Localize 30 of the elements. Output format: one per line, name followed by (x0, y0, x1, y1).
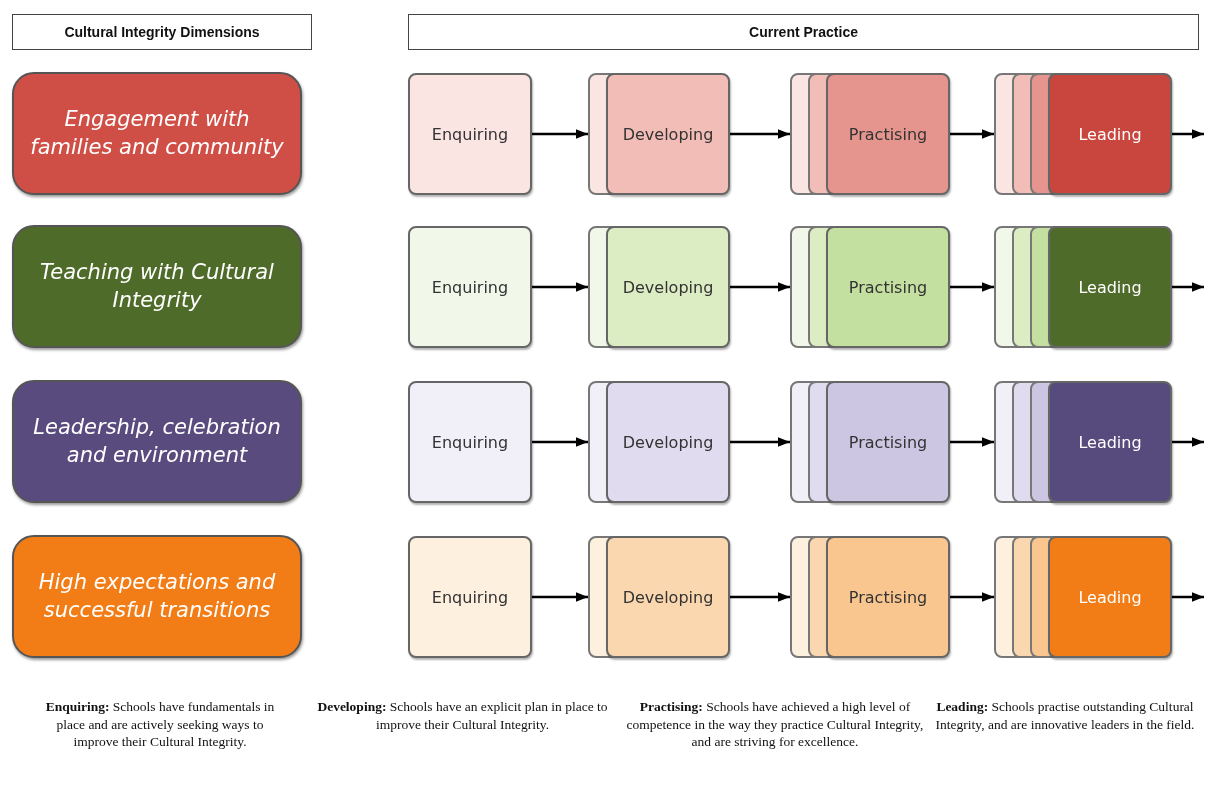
arrow (1172, 282, 1204, 292)
dimension-box: Leadership, celebration and environment (12, 380, 302, 503)
arrow (730, 592, 790, 602)
dimension-box: High expectations and successful transitions (12, 535, 302, 658)
stacked-cards: Enquiring (408, 73, 532, 195)
stacked-cards: Enquiring (408, 536, 532, 658)
arrow (730, 129, 790, 139)
header-box: Cultural Integrity Dimensions (12, 14, 312, 50)
stacked-cards: Enquiring (408, 381, 532, 503)
arrow (730, 282, 790, 292)
arrow (1172, 129, 1204, 139)
dimension-box: Engagement with families and community (12, 72, 302, 195)
arrow (532, 282, 588, 292)
arrow (532, 129, 588, 139)
stage-description: Leading: Schools practise outstanding Cultural Integrity, and are innovative leaders in the field. (934, 698, 1196, 734)
arrow (730, 437, 790, 447)
arrow (1172, 437, 1204, 447)
arrow (950, 437, 994, 447)
arrow (950, 129, 994, 139)
stage-description: Practising: Schools have achieved a high level of competence in the way they practice Cultural Integrity, and are striving for excellence. (625, 698, 925, 751)
stage-description: Enquiring: Schools have fundamentals in place and are actively seeking ways to improve their Cultural Integrity. (45, 698, 275, 751)
arrow (532, 437, 588, 447)
dimension-box: Teaching with Cultural Integrity (12, 225, 302, 348)
arrow (950, 592, 994, 602)
arrow (532, 592, 588, 602)
stage-description: Developing: Schools have an explicit plan in place to improve their Cultural Integrity. (316, 698, 609, 734)
arrow (950, 282, 994, 292)
stacked-cards: Enquiring (408, 226, 532, 348)
header-box: Current Practice (408, 14, 1199, 50)
arrow (1172, 592, 1204, 602)
